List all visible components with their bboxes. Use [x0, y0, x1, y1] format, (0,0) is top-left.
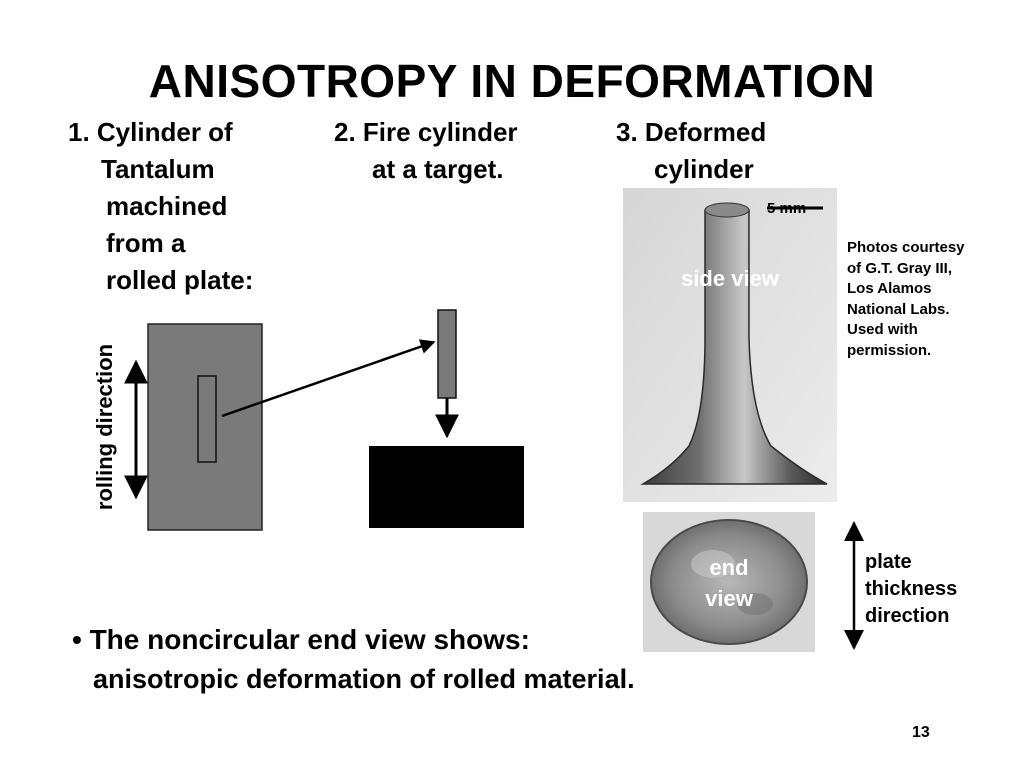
- scale-bar-label: 5 mm: [767, 200, 807, 217]
- deformed-cylinder-side-image: [623, 188, 837, 502]
- step-1-line: from a: [106, 228, 186, 258]
- step-1-line: 1. Cylinder of: [68, 117, 233, 147]
- transfer-arrow: [221, 339, 436, 418]
- credit-line: National Labs.: [847, 300, 950, 318]
- plate-thickness-label: plate thickness direction: [865, 549, 957, 630]
- plate-thickness-line: plate: [865, 551, 912, 573]
- step-2-text: 2. Fire cylinder at a target.: [334, 114, 518, 188]
- step-1-line: rolled plate:: [106, 265, 254, 295]
- cylinder-projectile: [437, 309, 457, 399]
- step-3-line: 3. Deformed: [616, 117, 767, 147]
- page-number: 13: [912, 724, 930, 741]
- rolling-direction-label: rolling direction: [92, 343, 117, 511]
- end-view-label-line: view: [705, 586, 753, 611]
- bullet-point: • The noncircular end view shows:: [72, 624, 530, 655]
- credit-line: permission.: [847, 341, 932, 359]
- side-view-label: side view: [681, 266, 779, 291]
- bullet-continuation: anisotropic deformation of rolled materi…: [93, 664, 635, 694]
- step-1-line: machined: [106, 191, 228, 221]
- credit-line: Photos courtesy: [847, 239, 965, 256]
- end-view-photo: end view: [643, 512, 815, 652]
- credit-line: Los Alamos: [847, 280, 932, 297]
- deformed-cylinder-end-image: [643, 512, 815, 652]
- machined-cylinder-outline: [197, 375, 217, 463]
- end-view-label-line: end: [709, 555, 749, 580]
- side-view-photo: 5 mm side view: [623, 188, 837, 502]
- credit-line: Used with: [847, 321, 918, 338]
- step-1-text: 1. Cylinder of Tantalum machined from a …: [68, 114, 253, 299]
- end-view-label: end view: [643, 552, 815, 614]
- step-3-line: cylinder: [654, 154, 754, 184]
- step-2-line: at a target.: [372, 154, 504, 184]
- photo-credit: Photos courtesy of G.T. Gray III, Los Al…: [847, 238, 965, 361]
- plate-thickness-line: direction: [865, 605, 950, 627]
- credit-line: of G.T. Gray III,: [847, 259, 953, 277]
- plate-thickness-line: thickness: [865, 578, 958, 600]
- step-2-line: 2. Fire cylinder: [334, 117, 518, 147]
- target-block: [369, 446, 524, 528]
- slide-title: ANISOTROPY IN DEFORMATION: [148, 55, 876, 107]
- step-3-text: 3. Deformed cylinder: [616, 114, 766, 188]
- step-1-line: Tantalum: [101, 154, 215, 184]
